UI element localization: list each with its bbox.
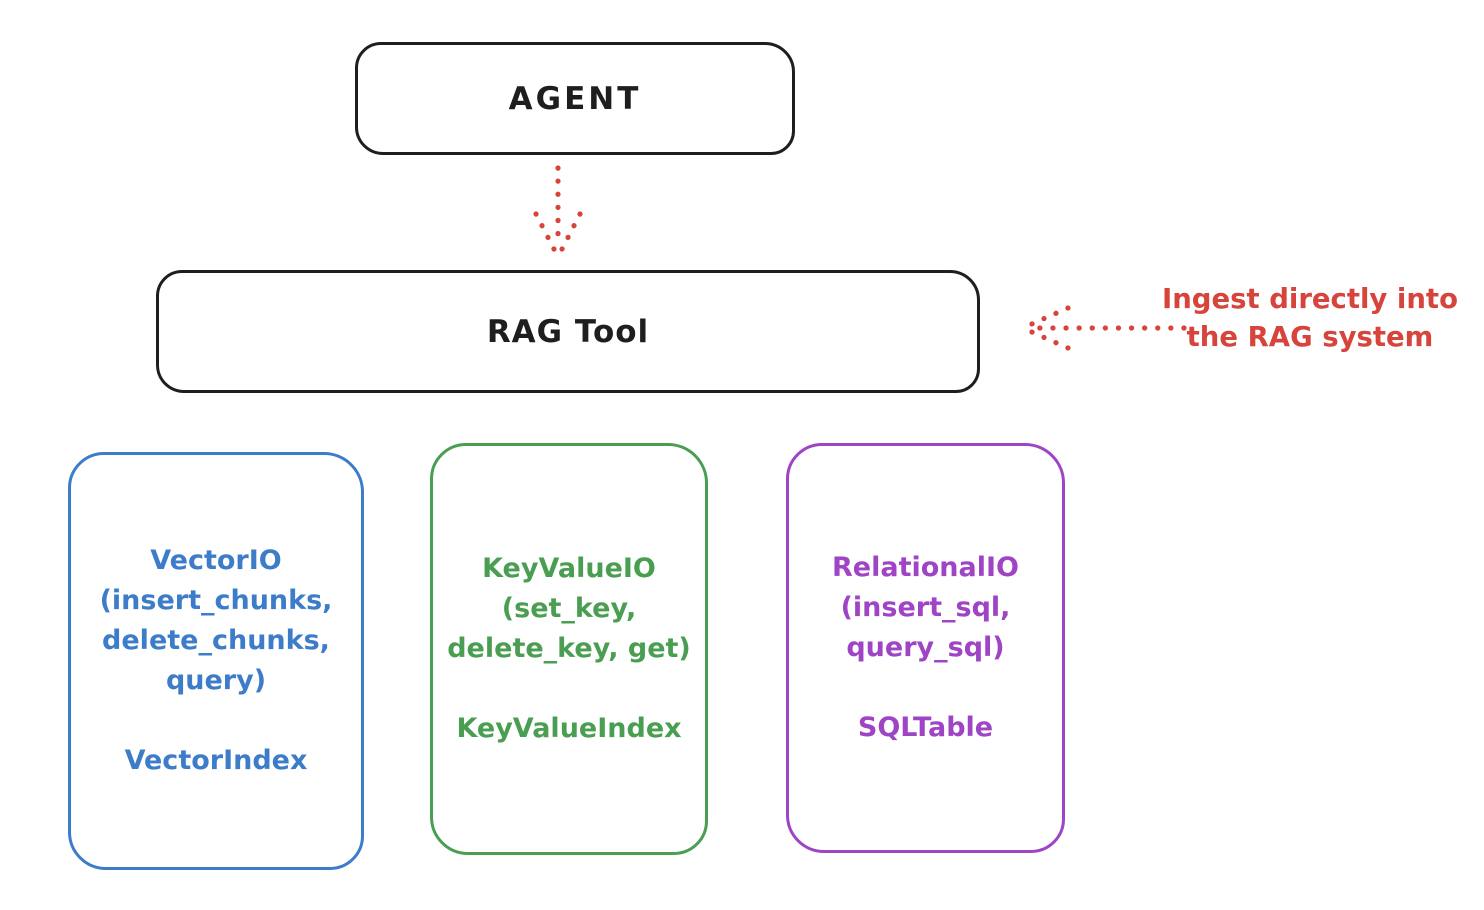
agent-to-ragtool-arrow [533,165,583,258]
rag-tool-box: RAG Tool [156,270,980,393]
keyvalue-io-line: KeyValueIO [482,553,656,584]
relational-io-line: (insert_sql, [840,592,1011,623]
ingest-annotation-line1: Ingest directly into [1162,283,1458,315]
backend-box-keyvalue-io: KeyValueIO (set_key, delete_key, get) Ke… [430,443,708,855]
ingest-annotation: Ingest directly into the RAG system [1148,280,1472,356]
relational-io-line: query_sql) [846,632,1005,663]
vector-index-label: VectorIndex [124,745,308,776]
vector-io-line: VectorIO [150,545,282,576]
keyvalue-io-line: delete_key, get) [447,633,691,664]
rag-tool-label: RAG Tool [486,313,650,350]
vector-io-line: delete_chunks, [102,625,330,656]
backend-box-vector-io: VectorIO (insert_chunks, delete_chunks, … [68,452,364,870]
keyvalue-index-label: KeyValueIndex [456,713,682,744]
vector-io-line: query) [165,665,267,696]
backend-box-relational-io: RelationalIO (insert_sql, query_sql) SQL… [786,443,1065,853]
ingest-arrow [1022,305,1187,351]
keyvalue-io-line: (set_key, [501,593,637,624]
vector-io-line: (insert_chunks, [99,585,333,616]
relational-io-line: RelationalIO [832,552,1019,583]
agent-label: AGENT [508,80,642,117]
sqltable-label: SQLTable [857,712,994,743]
ingest-annotation-line2: the RAG system [1186,321,1434,353]
agent-box: AGENT [355,42,795,155]
